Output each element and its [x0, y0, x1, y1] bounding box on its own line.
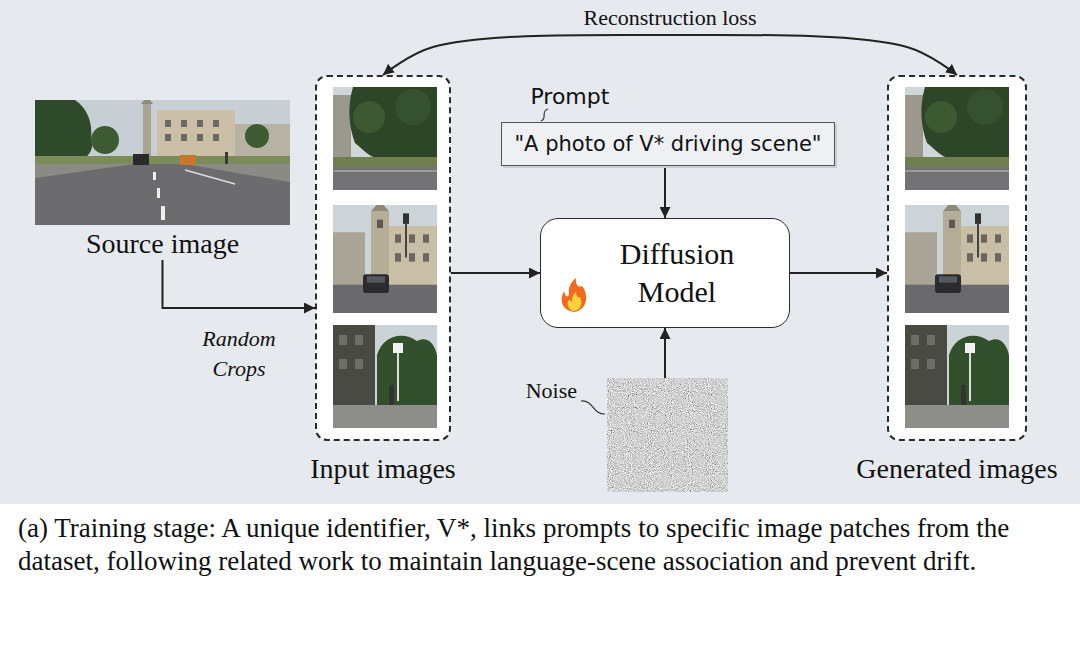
crop-photo	[333, 87, 437, 190]
input-crop-photos	[333, 87, 437, 428]
panel-label: Input images	[310, 453, 455, 485]
edge-label: Reconstruction loss	[578, 3, 763, 33]
connector-arrow	[163, 260, 316, 308]
leader-line	[541, 109, 548, 121]
connector-arrow	[383, 35, 957, 75]
generated-photos	[905, 87, 1009, 428]
input-label: Noise	[526, 378, 577, 404]
flame-icon	[559, 277, 589, 313]
connector-arrow	[664, 328, 666, 378]
source-photo	[35, 96, 290, 225]
prompt-text: "A photo of V* driving scene"	[514, 131, 821, 157]
connector-arrow	[790, 272, 887, 274]
process-label: Diffusion Model	[602, 235, 752, 311]
crop-photo	[333, 201, 437, 313]
crop-photo	[333, 325, 437, 428]
noise-image	[607, 378, 728, 492]
generated-photo	[905, 87, 1009, 190]
connector-arrow	[664, 166, 666, 218]
figure-caption: (a) Training stage: A unique identifier,…	[18, 512, 1064, 578]
source-photo	[35, 96, 290, 225]
diagram-ground	[0, 0, 1080, 504]
generated-photo	[905, 325, 1009, 428]
diffusion-model-box: Diffusion Model	[540, 218, 790, 328]
connectors	[163, 35, 958, 378]
source-image: Source image	[35, 100, 290, 260]
connector-arrow	[451, 272, 540, 274]
node-label: Source image	[35, 100, 290, 260]
generated-photo	[905, 201, 1009, 313]
leader-line	[581, 401, 605, 414]
prompt-box: Prompt"A photo of V* driving scene"	[501, 122, 834, 166]
flame-icon	[568, 292, 582, 311]
input-images-panel: Input images	[315, 75, 451, 441]
generated-images-panel: Generated images	[887, 75, 1027, 441]
panel-ground	[316, 76, 450, 440]
noise-input: Noise	[607, 378, 728, 492]
flame-icon	[562, 278, 587, 312]
panel-ground	[888, 76, 1026, 440]
edge-label: Random Crops	[180, 324, 298, 384]
panel-label: Generated images	[856, 453, 1057, 485]
prompt-heading: Prompt	[530, 84, 609, 109]
